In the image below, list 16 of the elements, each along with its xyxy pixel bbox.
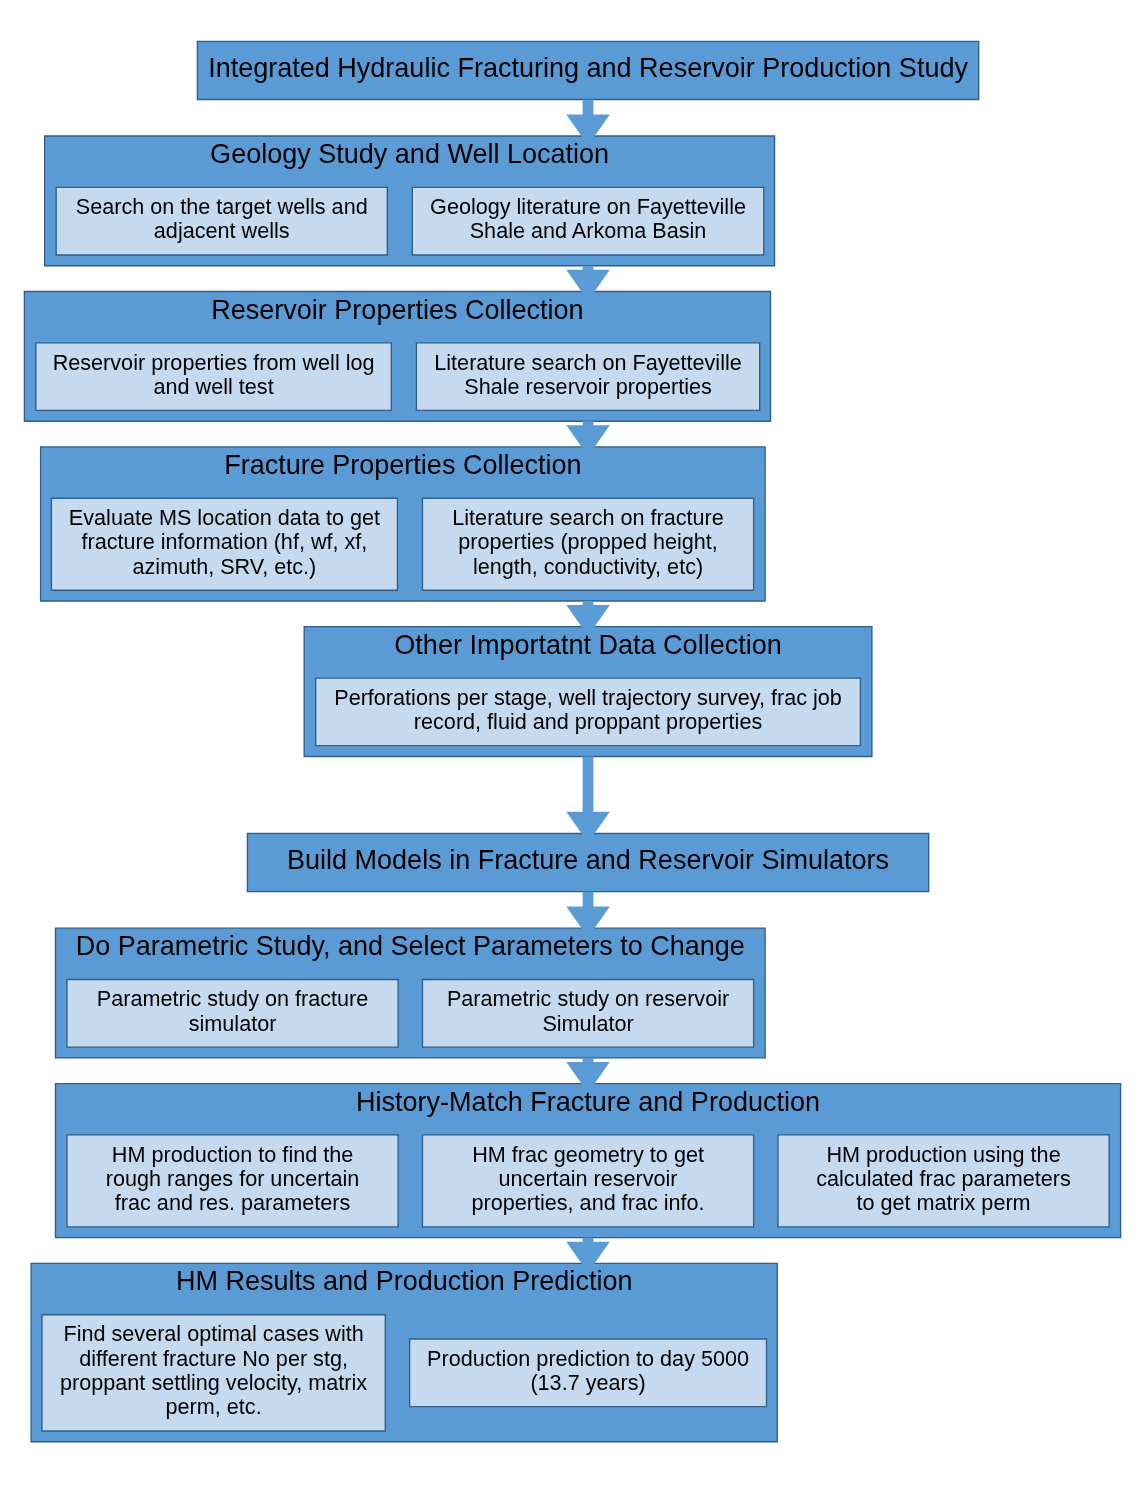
node-box: Geology literature on Fayetteville Shale and Arkoma Basin: [411, 186, 765, 256]
node-box: Literature search on Fayetteville Shale reservoir properties: [415, 341, 761, 411]
node-box: Integrated Hydraulic Fracturing and Reservoir Production Study: [196, 40, 980, 100]
node-box: Parametric study on reservoir Simulator: [421, 978, 755, 1048]
node-box: HM production using the calculated frac parameters to get matrix perm: [777, 1133, 1110, 1228]
node-box: Perforations per stage, well trajectory survey, frac job record, fluid and proppant properties: [315, 676, 862, 746]
node-box: Literature search on fracture properties (propped height, length, conductivity, etc): [421, 497, 755, 591]
node-box: Production prediction to day 5000 (13.7 years): [408, 1337, 768, 1407]
node-box: Evaluate MS location data to get fracture information (hf, wf, xf, azimuth, SRV, etc.): [50, 497, 399, 591]
node-box: HM frac geometry to get uncertain reservoir properties, and frac info.: [421, 1133, 755, 1228]
node-box: Find several optimal cases with different fracture No per stg, proppant settling velocity, matrix perm, etc.: [41, 1313, 386, 1432]
node-box: Build Models in Fracture and Reservoir Simulators: [246, 832, 930, 892]
node-box: Search on the target wells and adjacent wells: [55, 186, 388, 256]
node-box: HM production to find the rough ranges for uncertain frac and res. parameters: [66, 1133, 399, 1228]
node-box: Reservoir properties from well log and well test: [35, 341, 393, 411]
node-box: Parametric study on fracture simulator: [66, 978, 399, 1048]
